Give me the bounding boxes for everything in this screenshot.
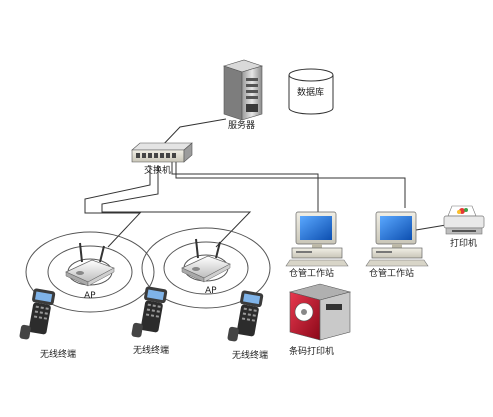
terminal-2-label: 无线终端	[133, 346, 170, 356]
ap-left-label: AP	[84, 291, 96, 301]
handheld-terminal-2-icon	[131, 286, 168, 338]
database-label: 数据库	[297, 88, 325, 98]
switch-label: 交换机	[144, 166, 172, 176]
server-label: 服务器	[228, 121, 256, 131]
switch-icon	[131, 142, 193, 163]
terminal-1-label: 无线终端	[40, 350, 77, 360]
printer-label: 打印机	[450, 239, 478, 249]
printer-icon	[443, 205, 485, 235]
access-point-right-icon	[181, 238, 231, 283]
link-workstation-printer	[415, 224, 447, 231]
workstation-left-label: 仓管工作站	[289, 269, 335, 279]
link-switch-workstation-left	[171, 160, 319, 212]
link-server-switch	[159, 118, 227, 149]
handheld-terminal-3-icon	[227, 290, 264, 342]
terminal-3-label: 无线终端	[232, 351, 269, 361]
workstation-right-label: 仓管工作站	[369, 269, 415, 279]
access-point-left-icon	[65, 242, 115, 287]
barcode-printer-label: 条码打印机	[289, 347, 335, 357]
link-switch-ap-left	[84, 165, 151, 248]
connection-lines	[84, 118, 447, 248]
workstation-right-icon	[365, 211, 429, 267]
workstation-left-icon	[285, 211, 349, 267]
database-icon	[288, 68, 334, 115]
link-switch-ap-right	[101, 165, 252, 248]
ap-right-label: AP	[205, 286, 217, 296]
barcode-printer-icon	[288, 283, 352, 341]
link-switch-workstation-right	[175, 160, 406, 208]
handheld-terminal-1-icon	[19, 288, 56, 340]
server-icon	[223, 59, 263, 121]
